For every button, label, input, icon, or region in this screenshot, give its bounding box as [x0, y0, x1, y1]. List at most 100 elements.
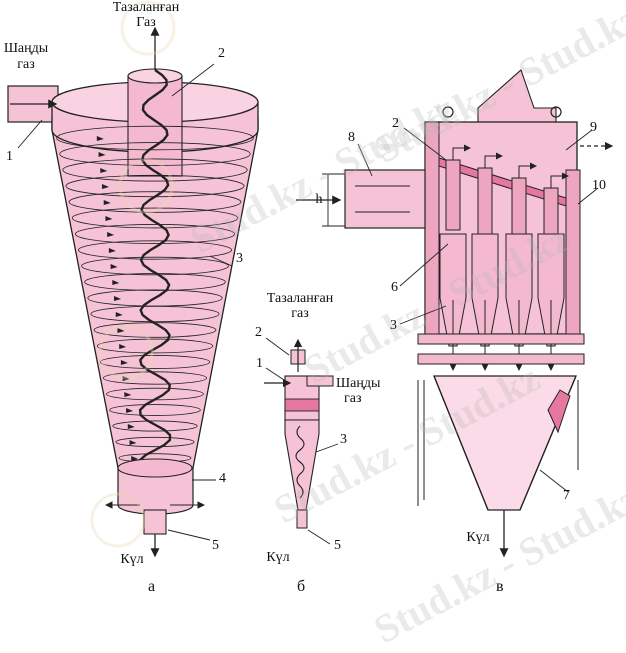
- cyclone-a: [7, 26, 259, 558]
- c-gas-up-arrow: [452, 144, 471, 160]
- c-inlet-duct: [344, 169, 426, 229]
- a-flow-arrow: [126, 408, 134, 413]
- c-cyclone-element: [439, 233, 467, 347]
- a-clean-gas-label-2: Газ: [136, 15, 156, 30]
- cyclone-diagram: Stud.kz - Stud.kz Stud.kz - Stud.kz Stud…: [3, 0, 626, 652]
- c-leg-left: [417, 380, 425, 506]
- diagram-artwork: [7, 0, 614, 558]
- b-clean-gas-label-1: Тазаланған: [266, 291, 334, 306]
- a-num-2: 2: [218, 46, 225, 61]
- a-swirl-ring: [103, 371, 207, 385]
- a-swirl-ring: [109, 404, 201, 416]
- a-helix-path: [138, 69, 172, 471]
- c-leader-7: [539, 469, 569, 493]
- a-dusty-gas-label-2: газ: [17, 57, 35, 72]
- cyclone-b: [264, 337, 339, 545]
- b-inner-swirl: [295, 425, 305, 499]
- a-leader-5: [167, 529, 211, 541]
- c-h-label: h: [315, 192, 323, 207]
- caption-c: в: [496, 578, 504, 595]
- a-flow-arrow: [117, 328, 125, 333]
- a-num-3: 3: [236, 251, 243, 266]
- c-leader-3: [399, 305, 447, 325]
- a-swirl-ring: [112, 420, 198, 432]
- b-leader-5: [307, 529, 331, 545]
- c-cyclone-element: [505, 233, 533, 347]
- c-num-7: 7: [563, 488, 570, 503]
- a-swirl-ring: [90, 305, 220, 323]
- a-flow-arrow: [119, 344, 127, 349]
- c-dust-label: Күл: [466, 530, 490, 545]
- a-leader-2: [171, 63, 215, 97]
- a-swirl-ring: [71, 207, 239, 229]
- c-num-3: 3: [390, 318, 397, 333]
- c-num-2: 2: [392, 116, 399, 131]
- a-swirl-ring: [99, 355, 211, 369]
- c-gas-up-arrow: [484, 152, 503, 168]
- b-dusty-gas-label-2: газ: [344, 391, 362, 406]
- c-leader-2: [403, 127, 447, 161]
- b-dust-label: Күл: [266, 550, 290, 565]
- c-lower-plate: [417, 353, 585, 365]
- c-gas-up-arrow: [518, 162, 537, 178]
- a-swirl-ring: [68, 191, 242, 213]
- a-flow-arrow: [131, 456, 139, 461]
- c-lug-2: [550, 106, 562, 118]
- c-leader-10: [577, 187, 599, 205]
- b-cone: [284, 419, 320, 511]
- c-cyclone-element: [537, 233, 565, 347]
- a-flow-arrow: [129, 440, 137, 445]
- c-left-wall: [424, 121, 440, 335]
- c-num-6: 6: [391, 280, 398, 295]
- a-flow-arrow: [108, 248, 116, 253]
- watermark-logo: [90, 492, 146, 548]
- battery-cyclone-c: [296, 69, 614, 558]
- c-num-9: 9: [590, 120, 597, 135]
- a-flow-arrow: [122, 376, 130, 381]
- c-leader-8: [357, 143, 373, 177]
- a-swirl-ring: [81, 256, 229, 276]
- b-num-5: 5: [334, 538, 341, 553]
- a-flow-arrow: [114, 296, 122, 301]
- c-num-8: 8: [348, 130, 355, 145]
- a-swirl-ring: [96, 338, 214, 354]
- a-swirl-ring: [56, 125, 254, 151]
- a-swirl-ring: [74, 224, 236, 244]
- a-dusty-gas-label-1: Шаңды: [3, 41, 49, 56]
- a-flow-arrow: [112, 280, 120, 285]
- a-flow-arrow: [115, 312, 123, 317]
- watermark-logo: [118, 158, 174, 214]
- b-swirl-vanes: [284, 398, 320, 412]
- a-dust-outlet: [143, 509, 167, 535]
- c-gas-up-arrow: [550, 172, 569, 188]
- c-bottom-plate: [417, 333, 585, 345]
- c-cyclone-elements: [439, 144, 569, 371]
- c-exhaust-tube: [445, 159, 461, 231]
- c-right-wall: [565, 169, 581, 335]
- c-roof-vent: [477, 69, 557, 123]
- c-dust-hopper: [433, 375, 577, 511]
- b-dusty-gas-label-1: Шаңды: [336, 376, 381, 391]
- b-clean-gas-label-2: газ: [291, 306, 309, 321]
- c-cyclone-element: [471, 233, 499, 347]
- a-flow-arrow: [100, 168, 108, 173]
- b-inlet: [306, 375, 334, 387]
- a-swirl-rings: [56, 125, 254, 463]
- a-leader-3: [209, 255, 233, 267]
- c-lug-1: [442, 106, 454, 118]
- a-flow-arrow: [105, 216, 113, 221]
- b-num-1: 1: [256, 356, 263, 371]
- a-flow-arrow: [110, 264, 118, 269]
- a-num-1: 1: [6, 149, 13, 164]
- a-flow-arrow: [120, 360, 128, 365]
- c-leader-6: [399, 243, 449, 287]
- watermark-logos: [90, 0, 176, 548]
- watermark-logo: [120, 0, 176, 56]
- a-flow-arrow: [127, 424, 135, 429]
- a-flow-arrow: [96, 136, 104, 141]
- a-flow-arrow: [102, 184, 110, 189]
- watermark-logo: [98, 324, 154, 380]
- b-leader-3: [315, 443, 339, 453]
- b-leader-2: [265, 337, 290, 356]
- a-hopper-top: [117, 458, 193, 478]
